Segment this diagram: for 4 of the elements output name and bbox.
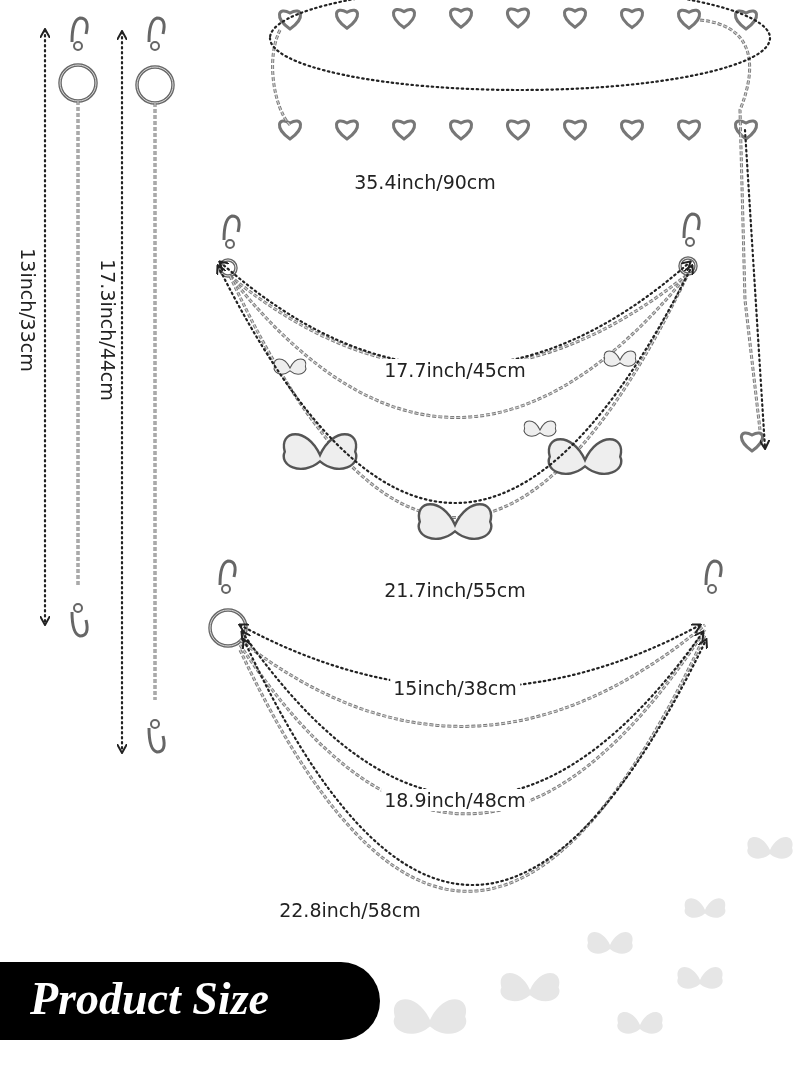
dimension-label: 17.7inch/45cm	[381, 359, 529, 381]
dimension-label: 15inch/38cm	[390, 677, 520, 699]
dimension-label: 18.9inch/48cm	[381, 789, 529, 811]
title: Product Size	[30, 972, 269, 1025]
